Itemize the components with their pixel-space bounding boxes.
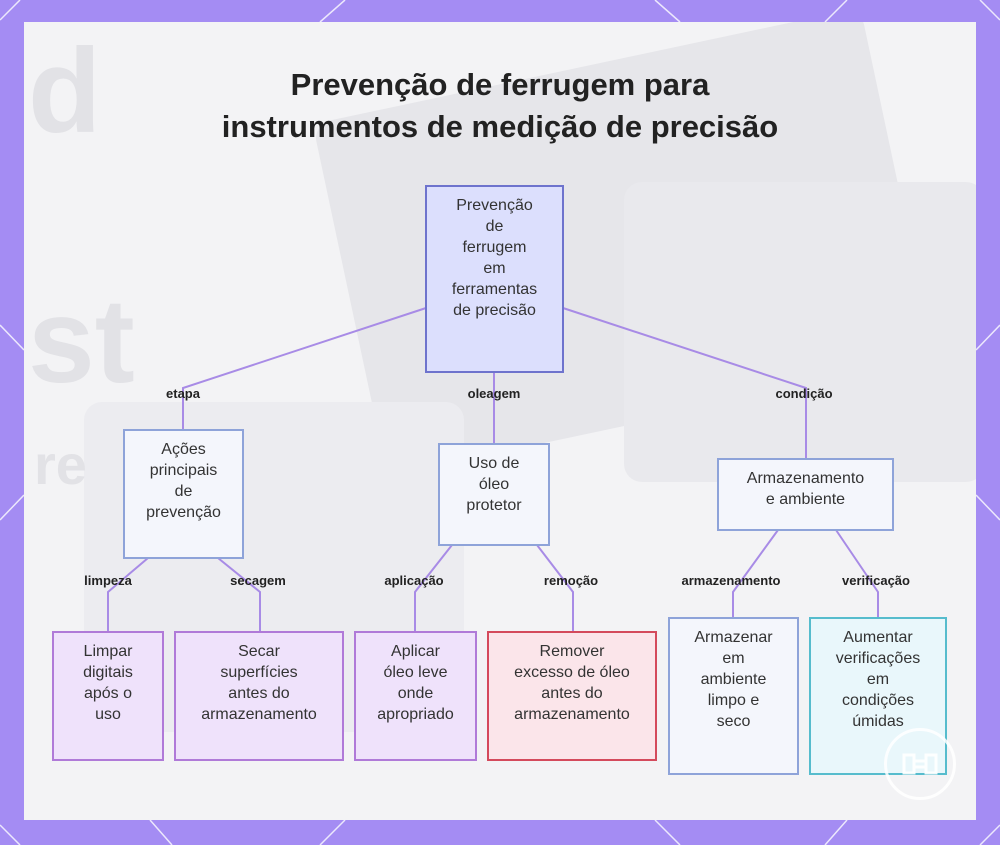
node-root: Prevenção de ferrugem em ferramentas de … — [425, 185, 564, 373]
node-uso-de-oleo: Uso de óleo protetor — [438, 443, 550, 546]
edge-label-condicao: condição — [775, 386, 832, 401]
node-acoes-principais: Ações principais de prevenção — [123, 429, 244, 559]
edge-etapa — [183, 308, 426, 430]
edge-label-limpeza: limpeza — [84, 573, 132, 588]
edge-label-aplicacao: aplicação — [384, 573, 443, 588]
edge-label-etapa: etapa — [166, 386, 200, 401]
edge-label-oleagem: oleagem — [468, 386, 521, 401]
edge-label-verificacao: verificação — [842, 573, 910, 588]
edge-remocao — [537, 545, 573, 631]
node-remover-excesso: Remover excesso de óleo antes do armazen… — [487, 631, 657, 761]
edge-aplicacao — [415, 545, 452, 631]
node-aplicar-oleo: Aplicar óleo leve onde apropriado — [354, 631, 477, 761]
edge-label-armazenamento: armazenamento — [682, 573, 781, 588]
edge-label-remocao: remoção — [544, 573, 598, 588]
node-armazenar: Armazenar em ambiente limpo e seco — [668, 617, 799, 775]
node-secar-superficies: Secar superfícies antes do armazenamento — [174, 631, 344, 761]
node-armazenamento-ambiente: Armazenamento e ambiente — [717, 458, 894, 531]
edge-label-secagem: secagem — [230, 573, 286, 588]
node-limpar-digitais: Limpar digitais após o uso — [52, 631, 164, 761]
edge-condicao — [563, 308, 806, 458]
edge-secagem — [218, 558, 260, 631]
brand-logo-icon — [884, 728, 956, 800]
edge-limpeza — [108, 558, 148, 631]
